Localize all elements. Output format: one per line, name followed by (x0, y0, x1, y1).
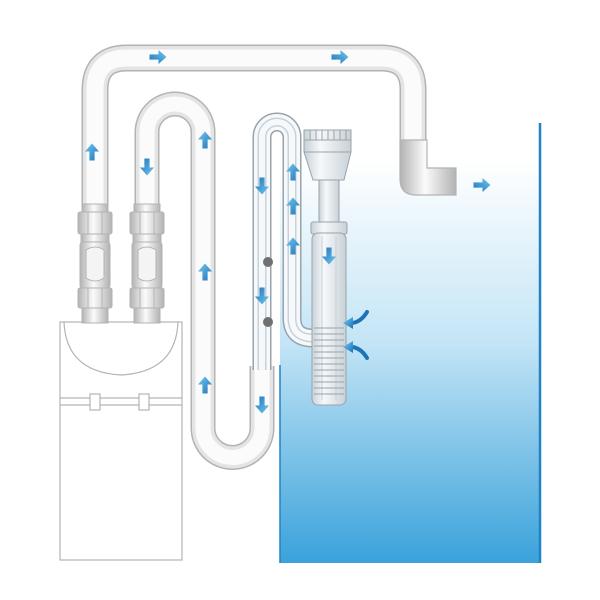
valve-lower-nut (77, 287, 113, 309)
valve-upper-nut (77, 211, 113, 235)
valve-tail (133, 307, 161, 324)
arrow-down-icon (255, 287, 269, 305)
canister-filter (59, 321, 183, 561)
arrow-down-icon (140, 158, 154, 176)
arrow-right-icon (473, 178, 491, 192)
skimmer-collar (310, 221, 348, 235)
arrow-up-icon (85, 143, 99, 161)
arrow-shape (286, 197, 300, 215)
flow-arrows (85, 50, 491, 414)
arrow-up-icon (286, 197, 300, 215)
arrow-up-icon (198, 263, 212, 281)
skimmer-body (311, 232, 347, 406)
arrow-down-icon (255, 396, 269, 414)
j-tube-suction-knob-lower (263, 317, 273, 327)
curved-arrow-head (343, 341, 353, 353)
intake-arrows (343, 310, 369, 360)
arrow-shape (85, 143, 99, 161)
valve-handle (137, 246, 157, 282)
curved-arrow-tail (350, 310, 369, 325)
curved-arrow-in-icon (343, 310, 369, 329)
valve-flange (132, 233, 162, 243)
curved-arrow-in-icon (343, 341, 369, 360)
canister-lid-curve (63, 321, 179, 376)
glass-j-tube-bore (259, 119, 314, 370)
arrow-shape (255, 177, 269, 195)
canister-body (59, 321, 183, 561)
skimmer-crown-teeth (309, 130, 347, 140)
arrow-down-icon (322, 247, 336, 265)
j-tube-suction-knob-upper (263, 257, 273, 267)
arrow-shape (255, 287, 269, 305)
arrow-shape (198, 263, 212, 281)
valve-right (129, 203, 165, 324)
intake-hose-fill (139, 96, 270, 465)
arrow-shape (255, 396, 269, 414)
curved-arrow-tail (350, 345, 369, 360)
arrow-shape (149, 50, 167, 64)
return-hose-fill (86, 49, 422, 214)
arrow-up-icon (286, 237, 300, 255)
arrow-up-icon (198, 376, 212, 394)
return-hose (81, 44, 427, 214)
arrow-up-icon (286, 163, 300, 181)
valve-lower-nut (129, 287, 165, 309)
arrow-right-icon (149, 50, 167, 64)
curved-arrow-head (343, 317, 353, 329)
arrow-shape (286, 163, 300, 181)
glass-j-tube (252, 112, 314, 370)
outlet-nozzle (399, 139, 457, 196)
canister-clip-right (138, 393, 150, 411)
valve-handle (85, 246, 105, 282)
arrow-down-icon (255, 177, 269, 195)
arrow-shape (286, 237, 300, 255)
arrow-shape (140, 158, 154, 176)
valve-flange (80, 233, 110, 243)
valve-upper-nut (129, 211, 165, 235)
skimmer-intake-grill (314, 327, 344, 395)
canister-clip-left (89, 393, 101, 411)
skimmer-neck (318, 179, 340, 225)
arrow-right-icon (331, 50, 349, 64)
arrow-shape (322, 247, 336, 265)
arrow-shape (198, 131, 212, 149)
arrow-shape (331, 50, 349, 64)
surface-skimmer (303, 129, 352, 406)
valve-left (77, 203, 113, 324)
valve-tail (81, 307, 109, 324)
arrow-up-icon (198, 131, 212, 149)
intake-hose (134, 91, 275, 470)
arrow-shape (473, 178, 491, 192)
arrow-shape (198, 376, 212, 394)
